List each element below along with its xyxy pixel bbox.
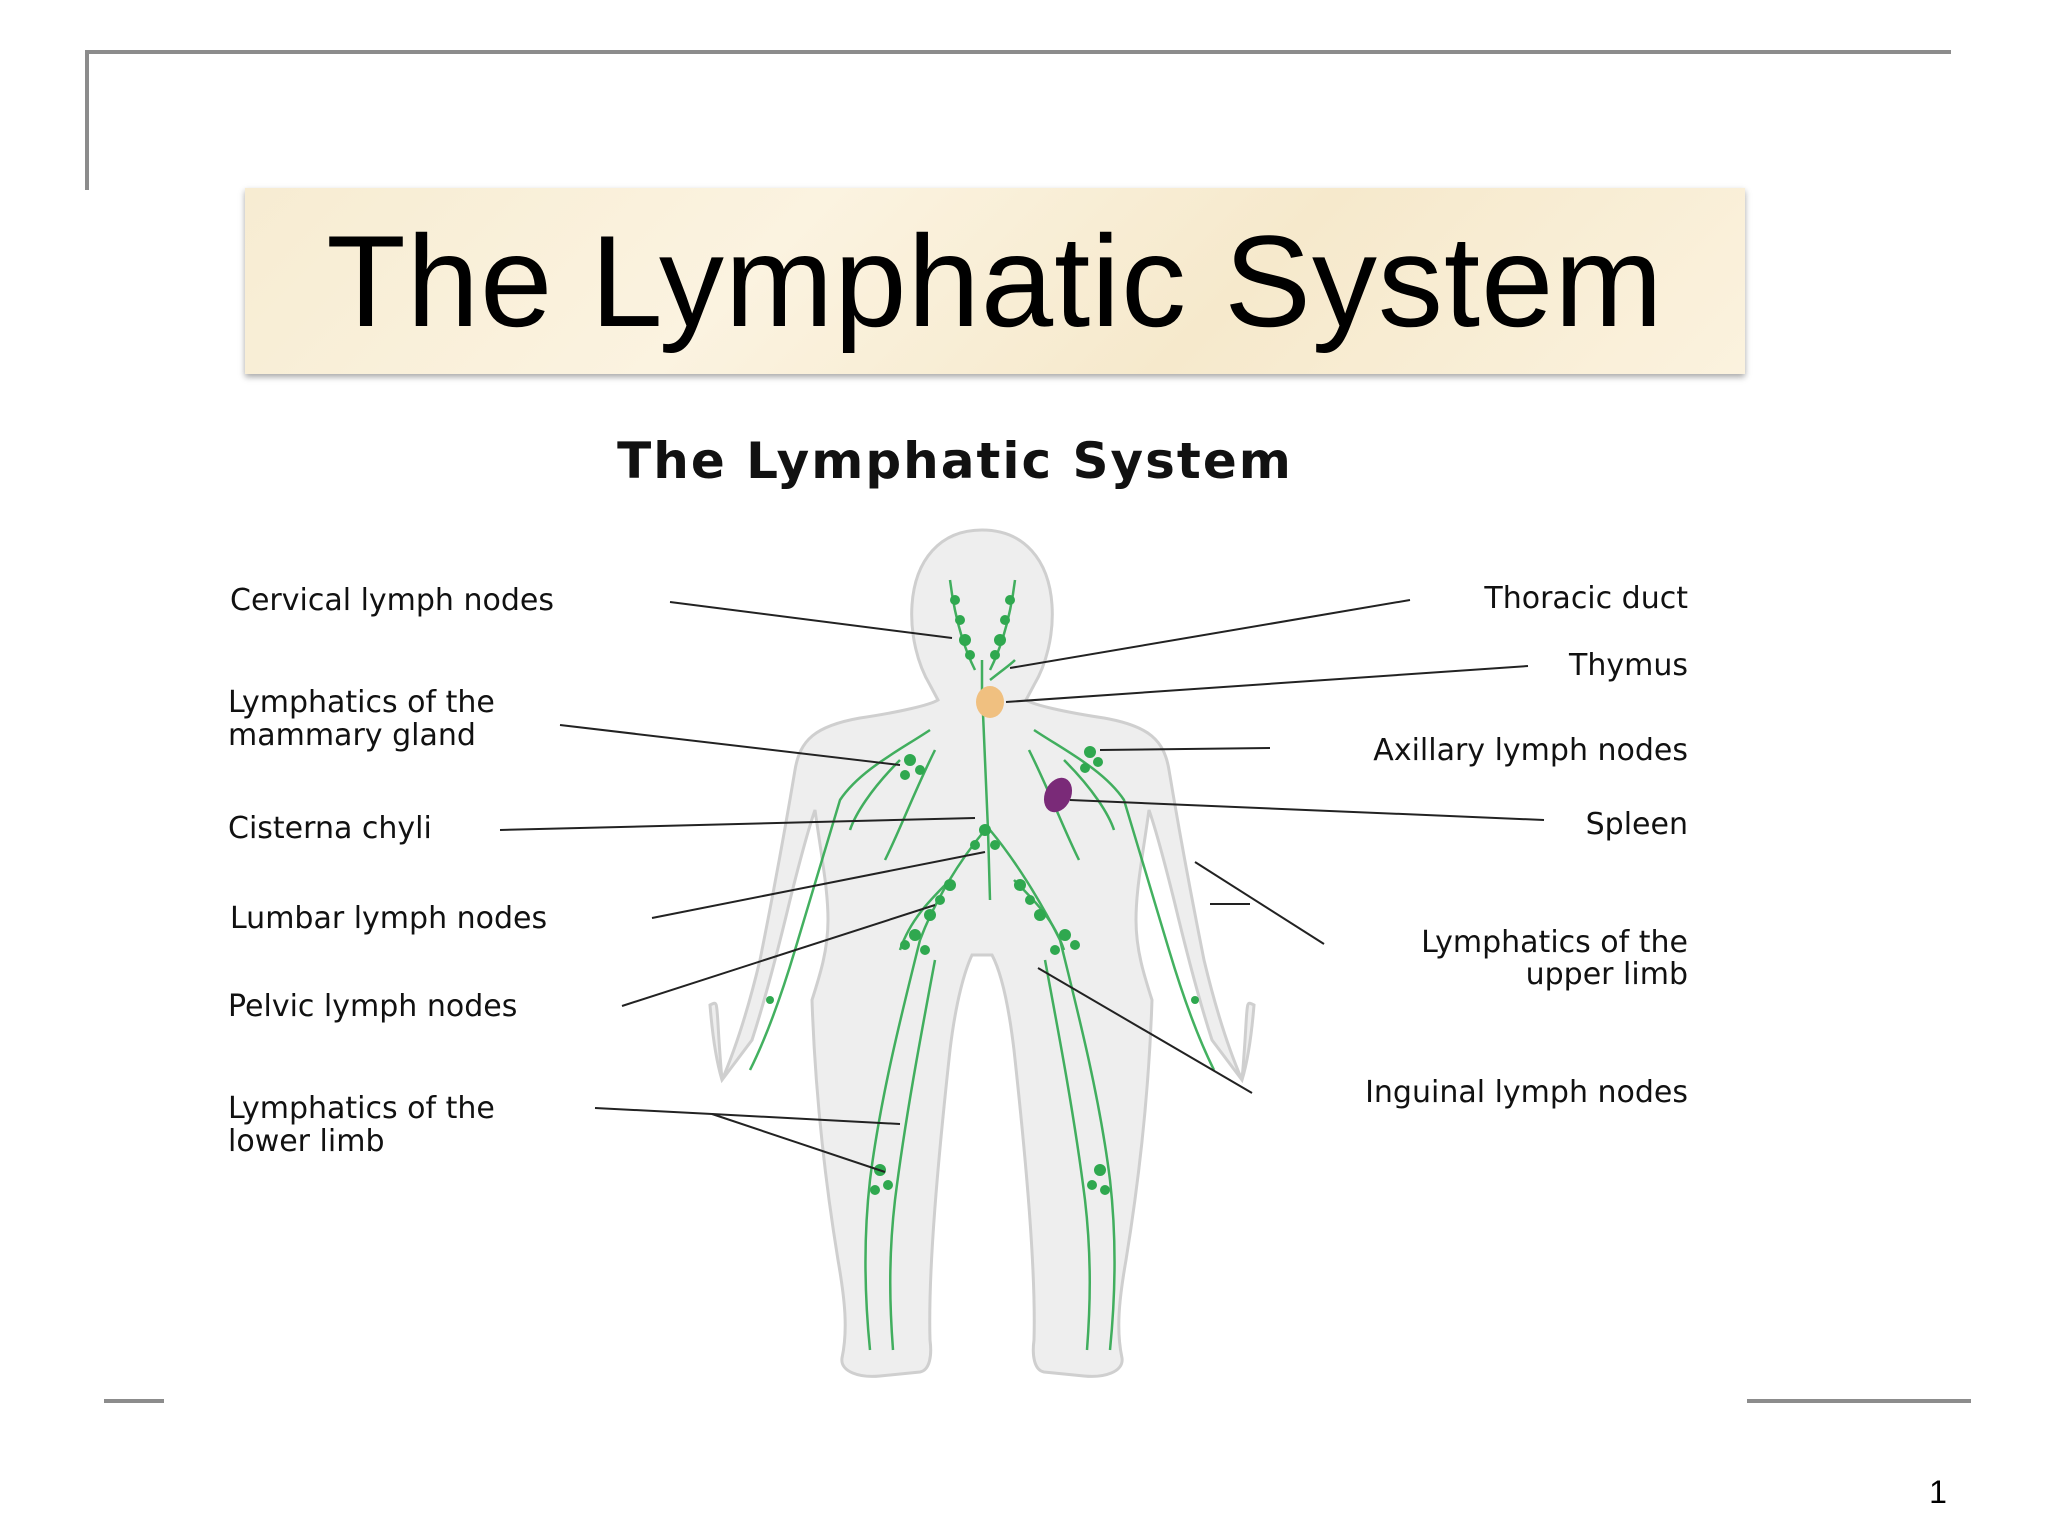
label-thoracic-duct: Thoracic duct — [1483, 581, 1688, 616]
label-mammary-line1: Lymphatics of the — [228, 685, 495, 720]
label-lumbar-lymph-nodes: Lumbar lymph nodes — [230, 901, 547, 936]
page-number: 1 — [1929, 1474, 1947, 1510]
body-silhouette — [708, 528, 1256, 1378]
label-axillary-lymph-nodes: Axillary lymph nodes — [1373, 733, 1688, 768]
label-cisterna-chyli: Cisterna chyli — [228, 811, 432, 846]
slide-title: The Lymphatic System — [326, 208, 1664, 354]
label-cervical-lymph-nodes: Cervical lymph nodes — [230, 583, 554, 618]
spleen-shape — [1043, 777, 1073, 813]
label-inguinal-lymph-nodes: Inguinal lymph nodes — [1365, 1075, 1688, 1110]
label-thymus: Thymus — [1568, 648, 1688, 683]
label-lower-limb-line1: Lymphatics of the — [228, 1091, 495, 1126]
frame-bottom-left-line — [104, 1399, 164, 1403]
lymph-nodes — [766, 595, 1199, 1195]
thymus-shape — [976, 686, 1004, 718]
leader-lines — [499, 599, 1545, 1173]
title-box: The Lymphatic System — [245, 188, 1745, 374]
label-mammary-line2: mammary gland — [228, 718, 476, 753]
diagram-title: The Lymphatic System — [617, 432, 1293, 490]
label-spleen: Spleen — [1586, 807, 1688, 842]
label-upper-limb-line2: upper limb — [1526, 957, 1688, 992]
label-pelvic-lymph-nodes: Pelvic lymph nodes — [228, 989, 517, 1024]
frame-left-line — [85, 50, 89, 190]
frame-bottom-right-line — [1747, 1399, 1971, 1403]
label-upper-limb-line1: Lymphatics of the — [1421, 925, 1688, 960]
frame-top-line — [85, 50, 1951, 54]
label-lower-limb-line2: lower limb — [228, 1124, 385, 1159]
